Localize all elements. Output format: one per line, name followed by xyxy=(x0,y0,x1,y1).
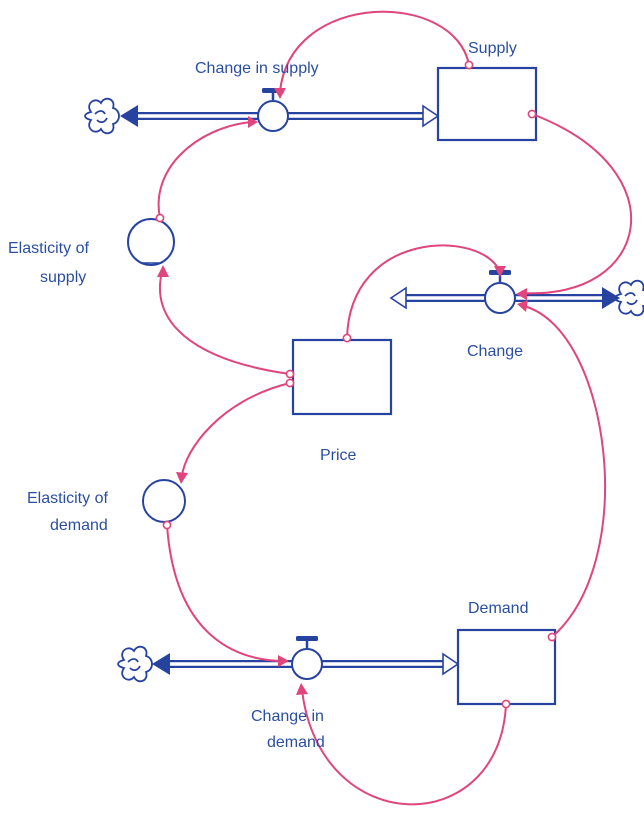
label-supply: Supply xyxy=(468,40,517,57)
label-price: Price xyxy=(320,447,357,464)
arrowhead-left-icon xyxy=(389,286,407,310)
cloud-icon xyxy=(84,97,120,135)
auxiliary-elasticity-of-demand[interactable] xyxy=(142,479,186,523)
label-change: Change xyxy=(467,343,523,360)
link-demand-to-change xyxy=(517,300,607,642)
stock-demand[interactable] xyxy=(456,628,557,706)
label-elasticity-of-supply-2: supply xyxy=(40,269,86,286)
link-price-to-change xyxy=(342,244,506,343)
link-supply-to-change-in-supply xyxy=(274,10,474,99)
link-elasticity-of-demand-to-change-in-demand xyxy=(162,520,289,667)
link-demand-to-change-in-demand xyxy=(296,683,511,806)
label-elasticity-of-demand-2: demand xyxy=(50,517,108,534)
arrowhead-right-icon xyxy=(442,652,460,676)
label-elasticity-of-supply: Elasticity of xyxy=(8,240,89,257)
stock-price[interactable] xyxy=(291,338,393,416)
cloud-icon xyxy=(117,645,153,683)
arrowhead-left-icon xyxy=(152,653,170,675)
link-price-to-elasticity-of-demand xyxy=(176,378,295,484)
label-elasticity-of-supply-line1: Elasticity of xyxy=(8,240,89,257)
label-demand: Demand xyxy=(468,600,528,617)
label-change-in-supply: Change in supply xyxy=(195,60,319,77)
valve-change-in-supply[interactable] xyxy=(257,88,289,132)
arrowhead-right-icon xyxy=(602,287,620,309)
stock-supply[interactable] xyxy=(436,66,538,142)
label-change-in-demand-1: Change in xyxy=(251,708,324,725)
valve-change-in-demand[interactable] xyxy=(291,636,323,680)
arrowhead-right-icon xyxy=(422,104,440,128)
label-change-in-demand-2: demand xyxy=(267,734,325,751)
link-price-to-elasticity-of-supply xyxy=(157,265,295,379)
link-supply-to-change xyxy=(516,109,633,300)
link-elasticity-of-supply-to-change-in-supply xyxy=(155,116,258,223)
auxiliary-elasticity-of-supply[interactable] xyxy=(127,218,175,266)
arrowhead-left-icon xyxy=(120,105,138,127)
cloud-icon xyxy=(614,279,644,317)
label-elasticity-of-demand-1: Elasticity of xyxy=(27,490,108,507)
